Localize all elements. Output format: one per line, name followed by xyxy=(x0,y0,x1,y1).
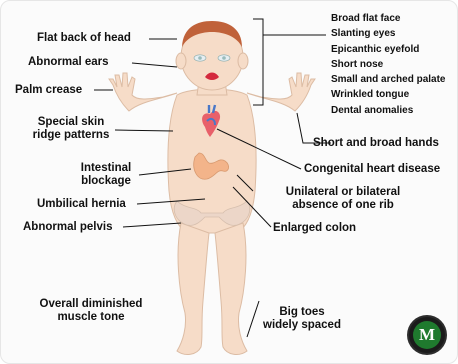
face-feature-item: Wrinkled tongue xyxy=(331,87,446,102)
label-special-skin-line2: ridge patterns xyxy=(29,129,113,142)
label-congenital-heart-disease: Congenital heart disease xyxy=(304,163,440,176)
label-umbilical-hernia: Umbilical hernia xyxy=(37,198,126,211)
face-feature-item: Short nose xyxy=(331,57,446,72)
label-intestinal-line1: Intestinal xyxy=(71,162,141,175)
label-muscle-tone-line2: muscle tone xyxy=(35,311,147,324)
label-special-skin-line1: Special skin xyxy=(29,116,113,129)
face-feature-item: Slanting eyes xyxy=(331,26,446,41)
label-abnormal-ears: Abnormal ears xyxy=(28,56,109,69)
label-rib-absence: Unilateral or bilateral absence of one r… xyxy=(263,186,423,212)
label-palm-crease: Palm crease xyxy=(15,84,82,97)
face-feature-item: Broad flat face xyxy=(331,11,446,26)
label-big-toes: Big toes widely spaced xyxy=(247,306,357,332)
label-flat-back-of-head: Flat back of head xyxy=(37,32,131,45)
label-muscle-tone: Overall diminished muscle tone xyxy=(35,298,147,324)
face-features-list: Broad flat face Slanting eyes Epicanthic… xyxy=(331,11,446,118)
label-abnormal-pelvis: Abnormal pelvis xyxy=(23,221,112,234)
label-intestinal-line2: blockage xyxy=(71,175,141,188)
brand-logo: M xyxy=(409,317,445,353)
label-enlarged-colon: Enlarged colon xyxy=(273,222,356,235)
label-muscle-tone-line1: Overall diminished xyxy=(35,298,147,311)
label-special-skin: Special skin ridge patterns xyxy=(29,116,113,142)
face-feature-item: Dental anomalies xyxy=(331,103,446,118)
label-rib-line1: Unilateral or bilateral xyxy=(263,186,423,199)
face-feature-item: Small and arched palate xyxy=(331,72,446,87)
label-short-broad-hands: Short and broad hands xyxy=(313,137,439,150)
label-big-toes-line1: Big toes xyxy=(247,306,357,319)
face-feature-item: Epicanthic eyefold xyxy=(331,42,446,57)
label-rib-line2: absence of one rib xyxy=(263,199,423,212)
brand-logo-letter: M xyxy=(413,321,441,349)
label-big-toes-line2: widely spaced xyxy=(247,319,357,332)
label-intestinal-blockage: Intestinal blockage xyxy=(71,162,141,188)
